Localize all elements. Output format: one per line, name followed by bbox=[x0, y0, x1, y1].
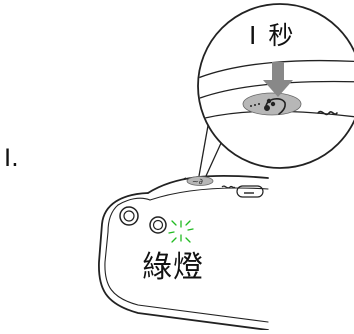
zoomed-volume-mark bbox=[317, 110, 338, 116]
press-duration-label: I 秒 bbox=[249, 21, 296, 50]
small-dot-mark bbox=[183, 177, 187, 180]
capsule-button bbox=[236, 185, 264, 198]
front-ports bbox=[119, 206, 167, 234]
multifunction-button bbox=[186, 176, 214, 186]
led-color-label: 綠燈 bbox=[142, 250, 204, 285]
button-glyph-mark: ~∂ bbox=[192, 177, 203, 186]
press-arrow-icon bbox=[263, 62, 293, 97]
volume-mark bbox=[221, 185, 236, 189]
port-left-inner bbox=[123, 210, 135, 222]
step-number: I. bbox=[4, 144, 19, 172]
phone-headset-icon bbox=[263, 98, 286, 115]
green-led-icon bbox=[168, 220, 194, 243]
port-right-inner bbox=[152, 219, 164, 231]
port-left-outer bbox=[119, 206, 139, 226]
port-right-outer bbox=[149, 216, 167, 234]
top-buttons: ~∂ bbox=[183, 176, 264, 198]
callout-magnifier bbox=[197, 3, 354, 169]
